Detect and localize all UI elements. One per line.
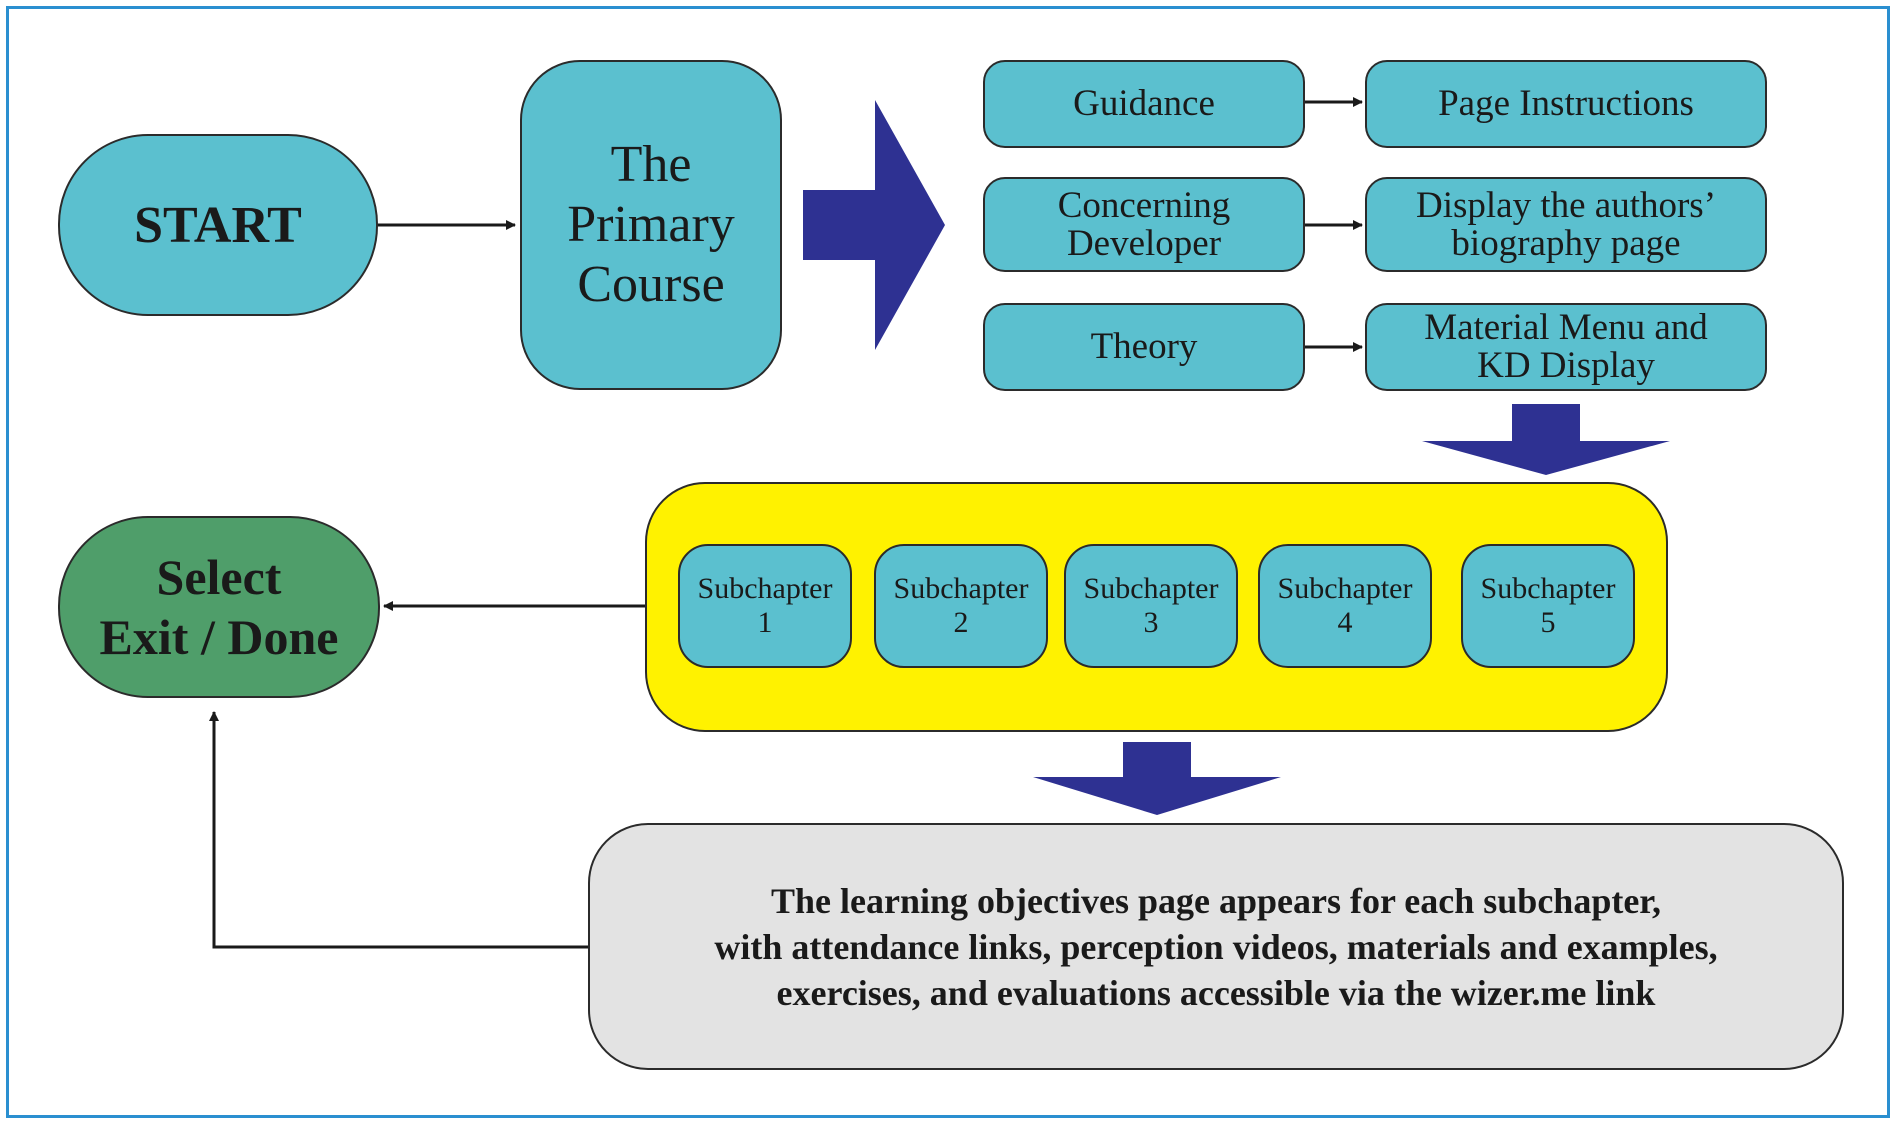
exit-node: Select Exit / Done (58, 516, 380, 698)
page-instructions-node: Page Instructions (1365, 60, 1767, 148)
theory-node: Theory (983, 303, 1305, 391)
block-arrow-down-subchapters (1033, 742, 1281, 815)
block-arrow-right (803, 100, 945, 350)
block-arrow-down-menu (1422, 404, 1670, 475)
authors-biography-node: Display the authors’ biography page (1365, 177, 1767, 272)
material-menu-node: Material Menu and KD Display (1365, 303, 1767, 391)
primary-course-node: The Primary Course (520, 60, 782, 390)
subchapter-5: Subchapter 5 (1461, 544, 1635, 668)
guidance-node: Guidance (983, 60, 1305, 148)
start-node: START (58, 134, 378, 316)
subchapter-1: Subchapter 1 (678, 544, 852, 668)
subchapter-2: Subchapter 2 (874, 544, 1048, 668)
arrow-objectives-to-exit (209, 711, 588, 949)
diagram-frame (6, 6, 1890, 1118)
subchapter-4: Subchapter 4 (1258, 544, 1432, 668)
learning-objectives-node: The learning objectives page appears for… (588, 823, 1844, 1070)
concerning-developer-node: Concerning Developer (983, 177, 1305, 272)
subchapter-3: Subchapter 3 (1064, 544, 1238, 668)
